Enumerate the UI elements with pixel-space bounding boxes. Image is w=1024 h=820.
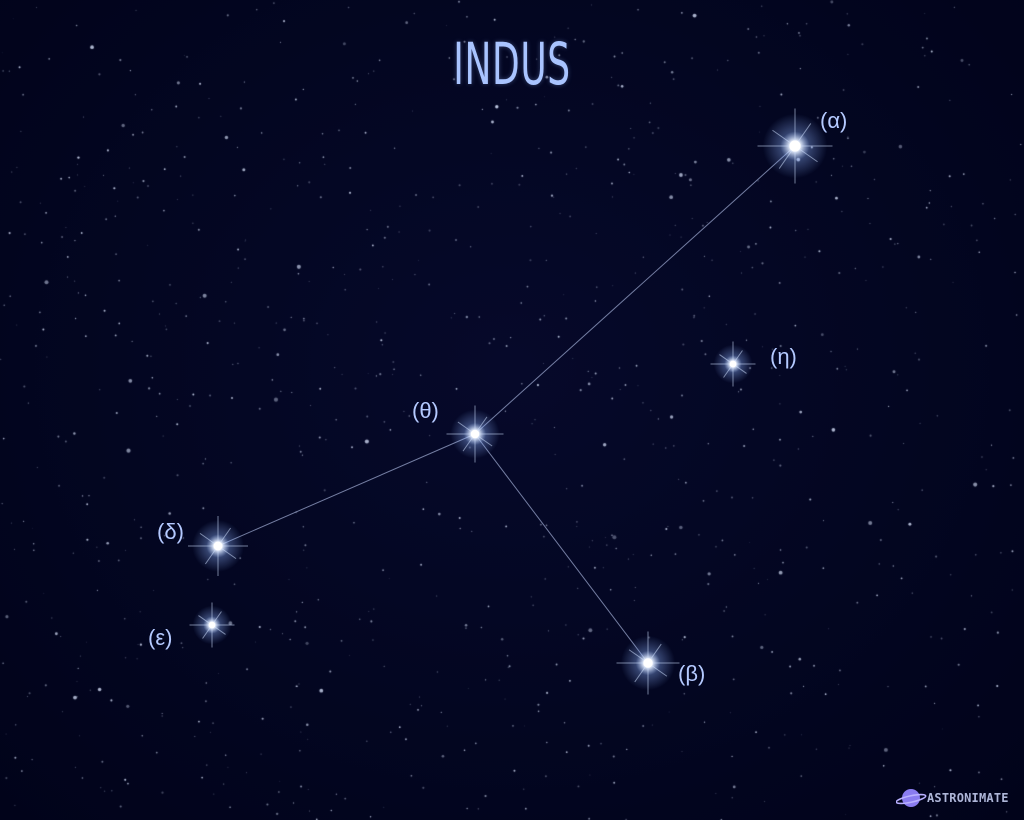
constellation-title: INDUS [453,30,571,98]
star-label-delta: (δ) [157,519,184,544]
astronimate-logo: ASTRONIMATE [896,786,1020,810]
star-epsilon [189,602,235,648]
star-label-beta: (β) [678,661,706,686]
line-alpha-theta [474,145,796,435]
star-theta [446,405,504,463]
line-theta-delta [217,433,476,547]
star-label-epsilon: (ε) [148,625,173,650]
star-label-eta: (η) [770,344,797,369]
star-label-alpha: (α) [820,108,848,133]
line-theta-beta [474,433,649,664]
planet-icon [896,789,927,807]
star-alpha [757,108,833,184]
star-eta [710,341,756,387]
star-delta [188,516,248,576]
logo-text: ASTRONIMATE [927,791,1009,805]
star-beta [616,631,680,695]
star-label-theta: (θ) [412,398,439,423]
